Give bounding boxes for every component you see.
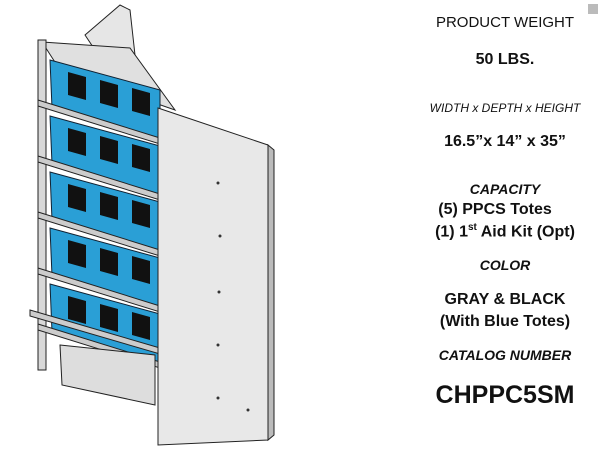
bolt-hole — [216, 181, 220, 185]
capacity-line-2-sup: st — [467, 222, 477, 233]
tote-label-slot — [132, 256, 150, 284]
capacity-line-2-post: Aid Kit (Opt) — [476, 223, 575, 241]
tote-label-slot — [132, 88, 150, 116]
capacity-line-1: (5) PPCS Totes — [438, 201, 552, 218]
tote-label-slot — [68, 296, 86, 324]
bolt-hole — [217, 290, 221, 294]
tote-label-slot — [100, 248, 118, 276]
base-kit — [59, 344, 156, 406]
left-upright — [37, 39, 47, 371]
tote-label-slot — [100, 192, 118, 220]
side-panel — [157, 107, 269, 446]
bolt-hole — [216, 343, 220, 347]
weight-value: 50 LBS. — [475, 51, 535, 68]
tote-label-slot — [68, 240, 86, 268]
capacity-line-2: (1) 1st Aid Kit (Opt) — [410, 222, 600, 241]
tote-label-slot — [100, 80, 118, 108]
tote-label-slot — [132, 200, 150, 228]
bolt-hole — [246, 408, 250, 412]
bolt-hole — [218, 234, 222, 238]
tote-label-slot — [68, 184, 86, 212]
capacity-line-2-pre: (1) 1 — [435, 223, 468, 241]
tote-label-slot — [100, 136, 118, 164]
tote-label-slot — [100, 304, 118, 332]
shelving-unit-illustration — [29, 4, 275, 446]
bolt-hole — [216, 396, 220, 400]
catalog-label: CATALOG NUMBER — [438, 347, 572, 363]
dims-value: 16.5”x 14” x 35” — [444, 133, 566, 150]
tote-label-slot — [132, 312, 150, 340]
side-panel-edge — [267, 143, 275, 442]
color-label: COLOR — [479, 257, 531, 273]
tote-label-slot — [68, 128, 86, 156]
tote-label-slot — [68, 72, 86, 100]
expand-icon[interactable] — [588, 4, 598, 14]
color-line-2: (With Blue Totes) — [439, 313, 571, 330]
catalog-value: CHPPC5SM — [435, 381, 575, 409]
tote-label-slot — [132, 144, 150, 172]
capacity-label: CAPACITY — [469, 181, 541, 197]
color-line-1: GRAY & BLACK — [444, 291, 566, 308]
weight-label: PRODUCT WEIGHT — [435, 14, 575, 31]
dims-label: WIDTH x DEPTH x HEIGHT — [429, 101, 581, 115]
